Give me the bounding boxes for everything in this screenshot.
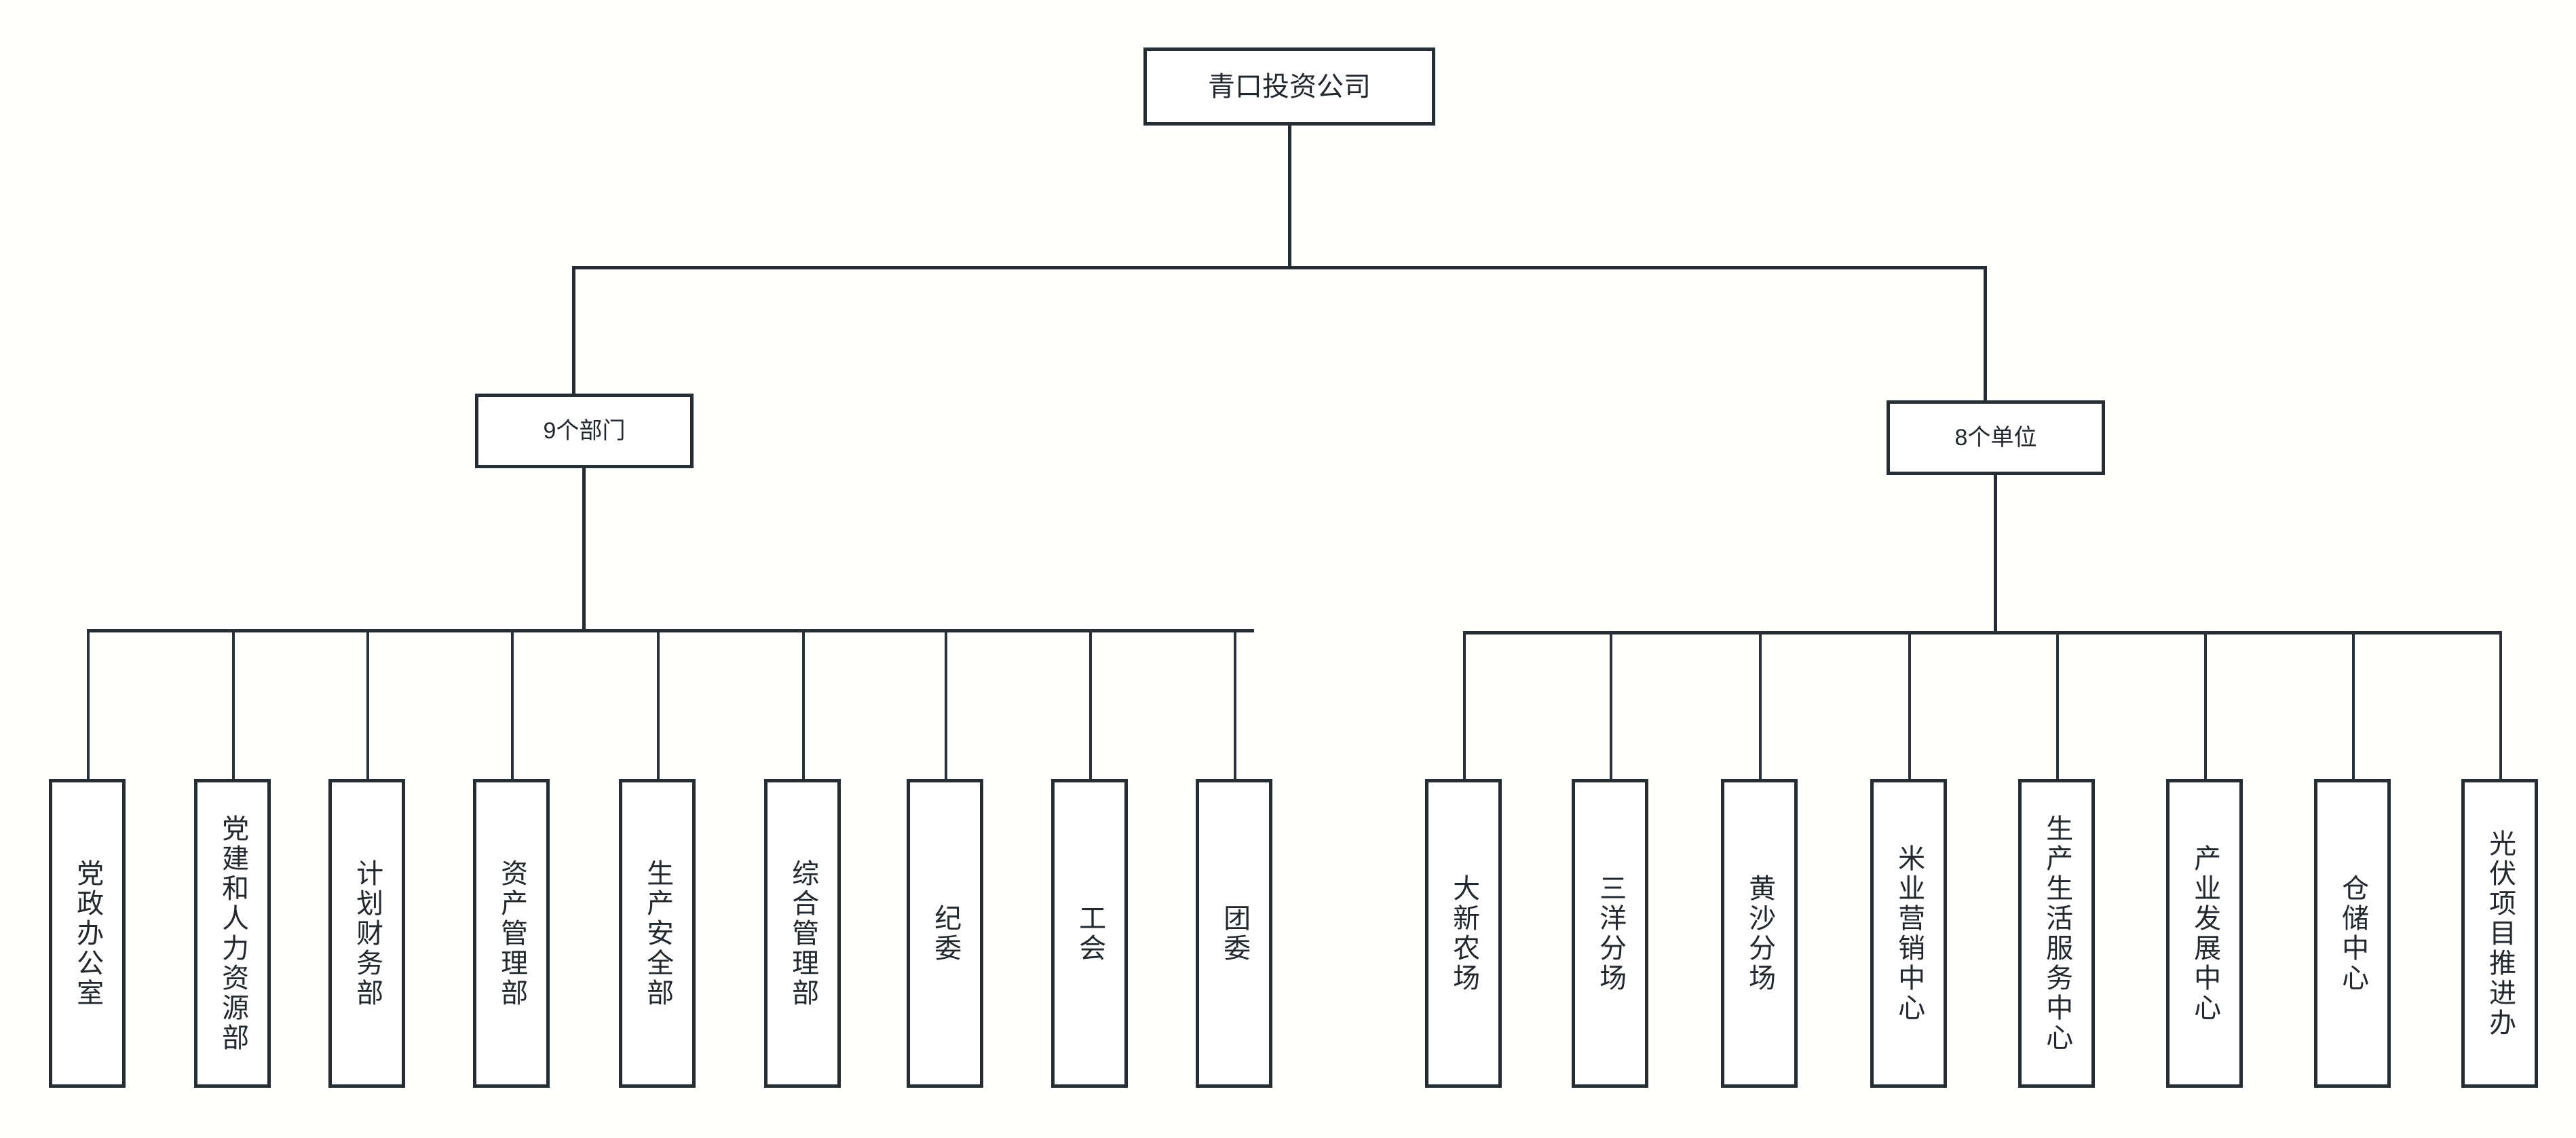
connector-department-drop-5 [657, 629, 660, 780]
node-unit-6[interactable]: 产业发展中心 [2166, 779, 2243, 1088]
node-branch-units[interactable]: 8个单位 [1887, 400, 2105, 475]
node-unit-4[interactable]: 米业营销中心 [1870, 779, 1947, 1088]
connector-branch-units-drop [1984, 266, 1987, 402]
node-department-4[interactable]: 资产管理部 [473, 779, 550, 1088]
connector-departments-bus [87, 629, 1254, 632]
node-department-9[interactable]: 团委 [1196, 779, 1272, 1088]
connector-unit-drop-2 [1610, 631, 1612, 780]
node-department-3-label: 计划财务部 [352, 858, 383, 1008]
node-department-1-label: 党政办公室 [73, 858, 103, 1008]
node-root-company-label: 青口投资公司 [1208, 71, 1371, 102]
connector-branch-departments-drop [572, 266, 575, 394]
node-department-4-label: 资产管理部 [497, 858, 527, 1008]
node-unit-2[interactable]: 三洋分场 [1572, 779, 1648, 1088]
node-department-6[interactable]: 综合管理部 [764, 779, 841, 1088]
connector-root-stem [1288, 126, 1291, 268]
node-unit-8[interactable]: 光伏项目推进办 [2461, 779, 2538, 1088]
node-unit-7[interactable]: 仓储中心 [2314, 779, 2391, 1088]
node-department-7-label: 纪委 [930, 903, 961, 964]
node-unit-5[interactable]: 生产生活服务中心 [2018, 779, 2095, 1088]
connector-unit-drop-1 [1463, 631, 1466, 780]
connector-unit-drop-5 [2056, 631, 2059, 780]
node-unit-5-label: 生产生活服务中心 [2042, 814, 2072, 1053]
connector-department-drop-4 [511, 629, 514, 780]
connector-departments-stem [582, 468, 586, 631]
node-department-2-label: 党建和人力资源部 [218, 814, 248, 1053]
node-unit-7-label: 仓储中心 [2338, 873, 2368, 993]
connector-units-bus [1463, 631, 2501, 634]
connector-department-drop-3 [366, 629, 369, 780]
connector-department-drop-2 [232, 629, 235, 780]
connector-department-drop-8 [1089, 629, 1092, 780]
node-unit-2-label: 三洋分场 [1595, 873, 1626, 993]
node-department-7[interactable]: 纪委 [907, 779, 983, 1088]
node-department-8-label: 工会 [1075, 903, 1105, 964]
node-unit-4-label: 米业营销中心 [1894, 843, 1925, 1023]
node-department-2[interactable]: 党建和人力资源部 [194, 779, 271, 1088]
connector-top-bus [572, 266, 1987, 269]
node-department-8[interactable]: 工会 [1051, 779, 1128, 1088]
connector-department-drop-9 [1234, 629, 1236, 780]
node-department-9-label: 团委 [1219, 903, 1250, 964]
node-department-5[interactable]: 生产安全部 [619, 779, 696, 1088]
connector-unit-drop-7 [2352, 631, 2355, 780]
connector-department-drop-6 [802, 629, 805, 780]
node-unit-1-label: 大新农场 [1449, 873, 1479, 993]
node-unit-1[interactable]: 大新农场 [1425, 779, 1502, 1088]
node-unit-3-label: 黄沙分场 [1745, 873, 1775, 993]
node-unit-3[interactable]: 黄沙分场 [1721, 779, 1798, 1088]
node-branch-departments[interactable]: 9个部门 [475, 394, 694, 468]
connector-unit-drop-4 [1908, 631, 1911, 780]
connector-unit-drop-6 [2204, 631, 2207, 780]
connector-department-drop-7 [945, 629, 947, 780]
node-department-1[interactable]: 党政办公室 [49, 779, 126, 1088]
node-department-5-label: 生产安全部 [643, 858, 673, 1008]
node-department-6-label: 综合管理部 [788, 858, 818, 1008]
connector-unit-drop-3 [1759, 631, 1762, 780]
node-department-3[interactable]: 计划财务部 [328, 779, 405, 1088]
node-root-company[interactable]: 青口投资公司 [1143, 48, 1435, 126]
node-unit-6-label: 产业发展中心 [2190, 843, 2220, 1023]
connector-units-stem [1994, 475, 1997, 632]
node-unit-8-label: 光伏项目推进办 [2485, 829, 2516, 1038]
node-branch-units-label: 8个单位 [1954, 425, 2037, 451]
connector-unit-drop-8 [2499, 631, 2502, 780]
node-branch-departments-label: 9个部门 [543, 418, 626, 444]
connector-department-drop-1 [87, 629, 90, 780]
